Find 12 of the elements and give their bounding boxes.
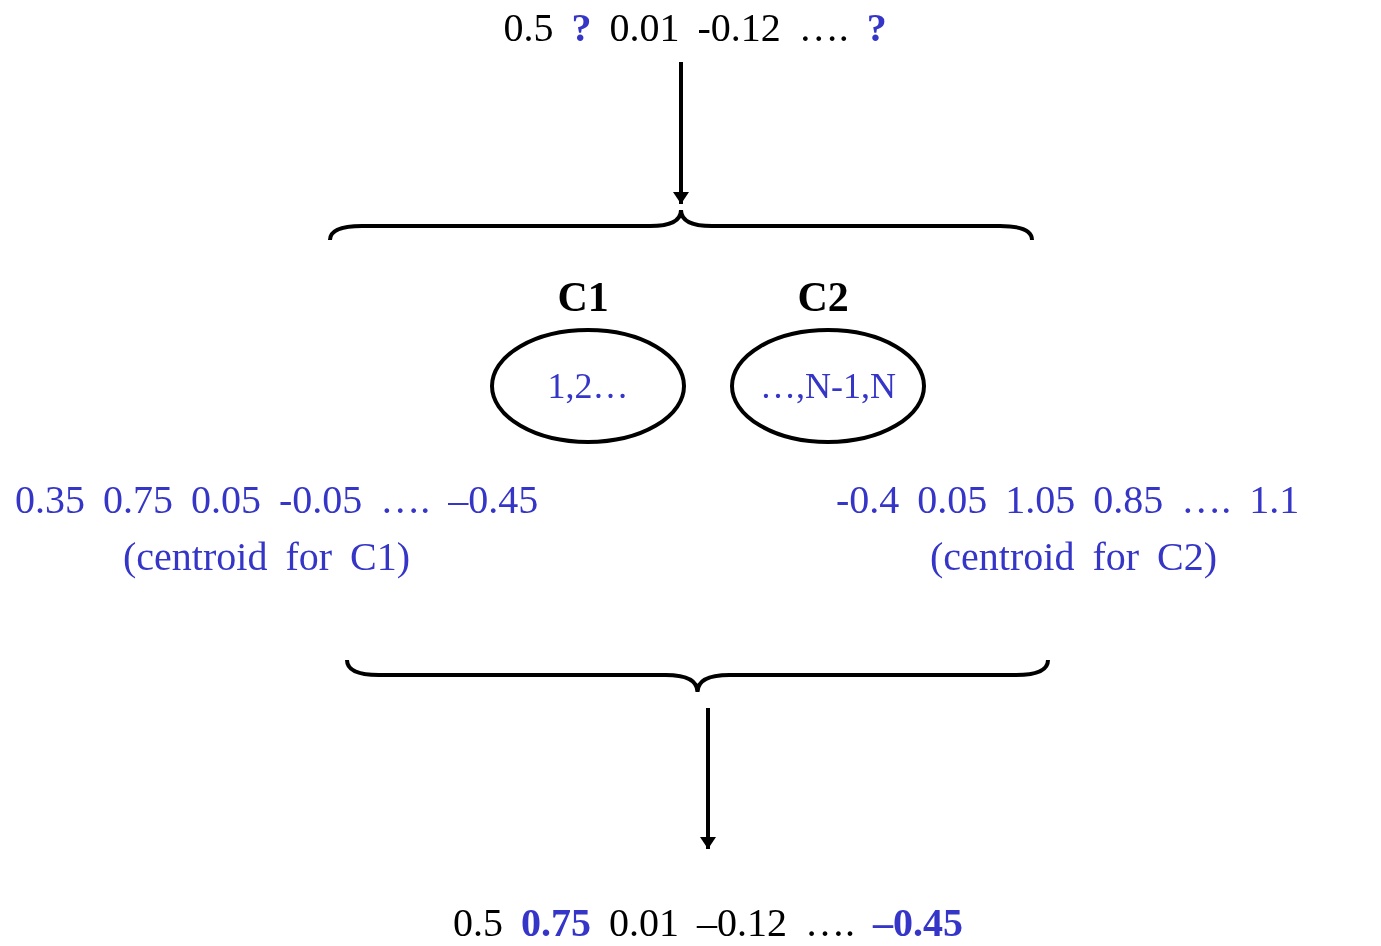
caption-text: (centroid for C2) xyxy=(930,537,1217,577)
value-sequence: 0.5 ? 0.01 -0.12 …. ? xyxy=(503,8,887,48)
arrow xyxy=(673,62,689,204)
arrow xyxy=(700,708,716,849)
centroid-values: 0.35 0.75 0.05 -0.05 …. –0.45 xyxy=(15,480,539,520)
cluster-label: C1 xyxy=(557,276,609,318)
value-sequence: 0.5 0.75 0.01 –0.12 …. –0.45 xyxy=(453,903,963,943)
member-list: 1,2… xyxy=(547,368,629,404)
centroid-values: -0.4 0.05 1.05 0.85 …. 1.1 xyxy=(836,480,1300,520)
member-list: …,N-1,N xyxy=(760,368,896,404)
cluster-label: C2 xyxy=(797,276,849,318)
caption-text: (centroid for C1) xyxy=(123,537,410,577)
